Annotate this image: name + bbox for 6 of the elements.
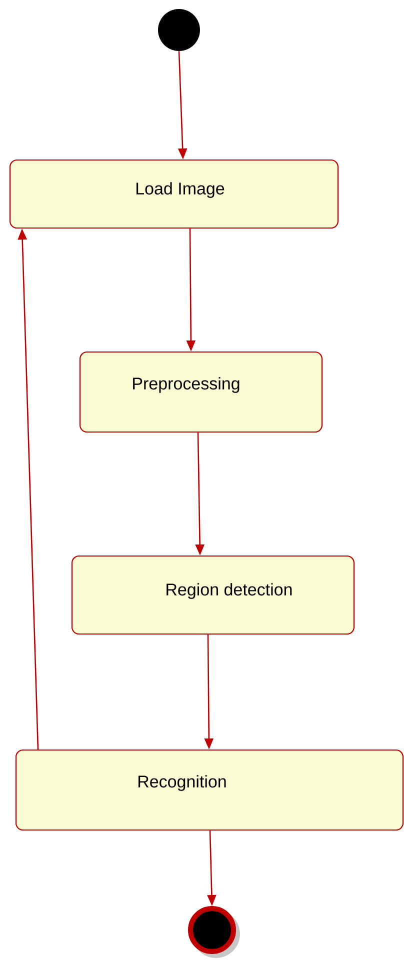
final-state	[188, 906, 240, 958]
activity-box: Preprocessing	[79, 351, 323, 433]
activity-box: Region detection	[71, 555, 355, 635]
activity-box: Load Image	[9, 159, 339, 229]
initial-state	[158, 9, 200, 51]
activity-box: Recognition	[15, 749, 404, 831]
